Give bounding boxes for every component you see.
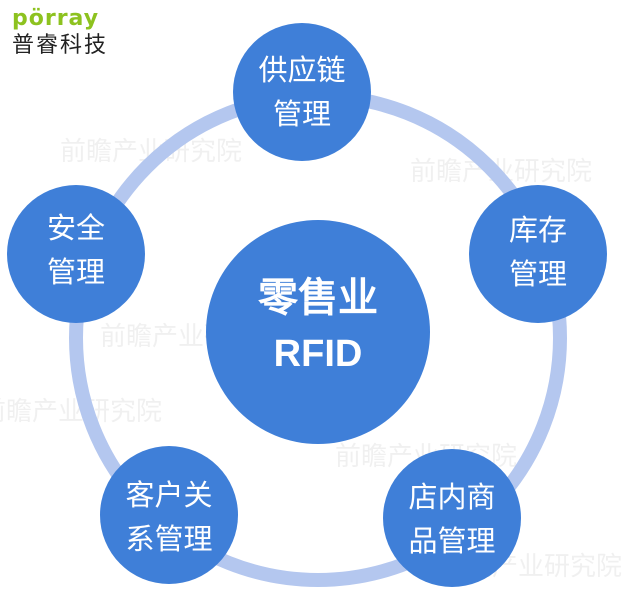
node-label-line: 店内商 [408, 480, 496, 514]
node-label-supply-chain: 供应链 管理 [232, 48, 372, 136]
node-label-line: 安全 [46, 211, 105, 245]
node-label-line: 系管理 [125, 522, 213, 556]
node-label-line: 库存 [508, 213, 567, 247]
node-label-line: 品管理 [408, 524, 496, 558]
node-label-line: 管理 [46, 255, 105, 289]
node-label-store-goods: 店内商 品管理 [382, 475, 522, 563]
node-label-line: 客户关 [125, 478, 213, 512]
logo-latin: pörray [12, 6, 100, 31]
logo-chinese: 普睿科技 [12, 33, 109, 58]
node-circle-customer [100, 446, 238, 584]
node-circle-store-goods [383, 449, 521, 587]
node-label-line: 管理 [508, 257, 567, 291]
node-label-security: 安全 管理 [6, 206, 146, 294]
logo: pörray 普睿科技 [12, 6, 108, 60]
node-label-line: 管理 [272, 97, 331, 131]
node-label-inventory: 库存 管理 [468, 208, 608, 296]
center-title: 零售业 [258, 275, 378, 321]
center-label: 零售业 RFID [218, 270, 418, 382]
node-label-line: 供应链 [258, 53, 346, 87]
center-subtitle: RFID [273, 333, 363, 375]
node-circle-supply-chain [233, 23, 371, 161]
node-circle-security [7, 185, 145, 323]
node-circle-inventory [469, 185, 607, 323]
node-label-customer: 客户关 系管理 [99, 473, 239, 561]
center-circle [206, 220, 430, 444]
